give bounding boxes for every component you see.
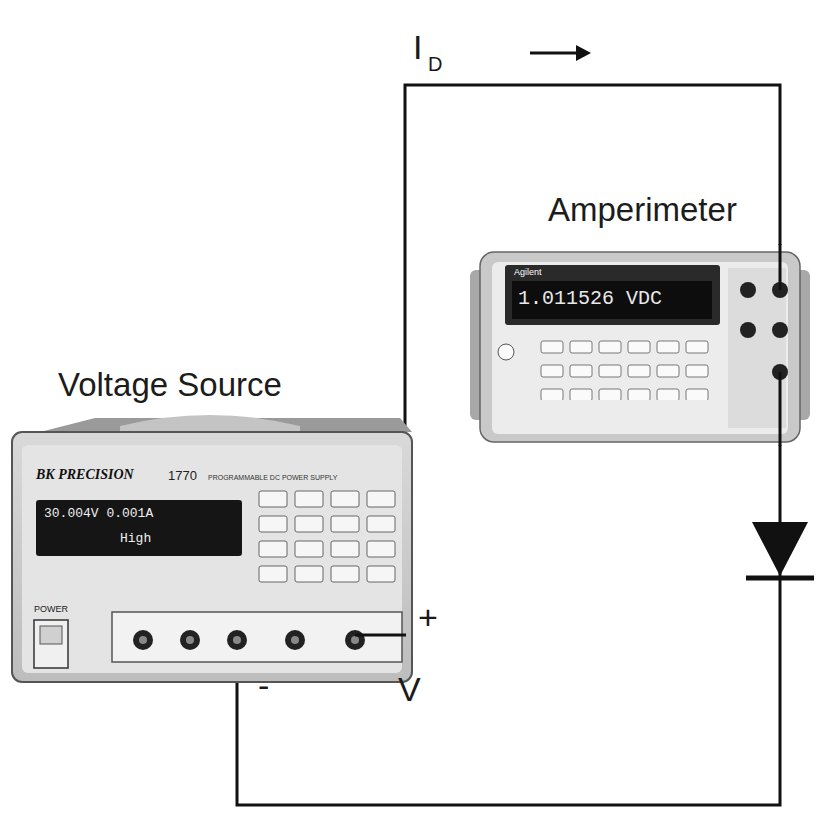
device-title: Voltage Source [58, 368, 282, 401]
ammeter-lead [779, 244, 782, 290]
circuit-label: PROGRAMMABLE DC POWER SUPPLY [208, 474, 337, 481]
circuit-label: 1.011526 VDC [518, 289, 662, 309]
circuit-label: High [120, 532, 151, 545]
circuit-label: BK PRECISION [36, 468, 134, 482]
circuit-label: Agilent [514, 268, 542, 277]
plus-lead [355, 634, 406, 637]
current-arrow [530, 45, 591, 61]
device-node: Voltage Source [10, 418, 405, 682]
multimeter-picture [470, 252, 810, 442]
diode-symbol [746, 522, 814, 578]
circuit-label: 1770 [168, 469, 197, 482]
ammeter-lead [779, 372, 782, 446]
power-supply-picture [12, 415, 412, 682]
circuit-label: 30.004V 0.001A [44, 507, 153, 520]
circuit-label: V [398, 672, 421, 706]
circuit-label: + [418, 600, 438, 634]
circuit-label: POWER [34, 605, 68, 614]
circuit-label: D [428, 54, 442, 74]
device-title: Amperimeter [548, 193, 737, 226]
circuit-label: - [258, 668, 269, 702]
circuit-label: I [413, 30, 422, 64]
